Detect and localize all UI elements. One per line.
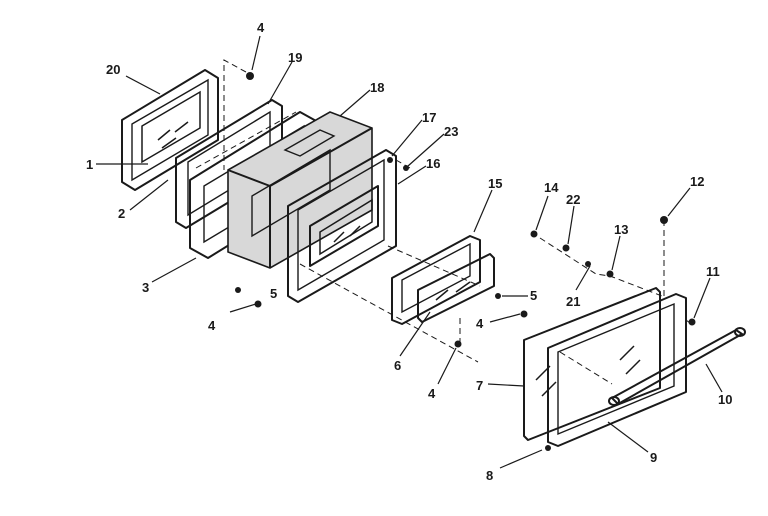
inner-window-frame xyxy=(121,69,219,191)
callout-6: 6 xyxy=(394,358,401,373)
callout-13: 13 xyxy=(614,222,628,237)
callout-16: 16 xyxy=(426,156,440,171)
callout-17: 17 xyxy=(422,110,436,125)
callout-labels: 20 4 19 18 17 23 16 1 2 3 5 4 15 14 22 1… xyxy=(86,20,732,483)
fasteners xyxy=(235,72,696,451)
callout-18: 18 xyxy=(370,80,384,95)
callout-21: 21 xyxy=(566,294,580,309)
leader-lines xyxy=(96,35,723,469)
callout-4-top: 4 xyxy=(257,20,265,35)
screw-21 xyxy=(585,261,591,267)
screw-13 xyxy=(606,270,614,278)
callout-5-right: 5 xyxy=(530,288,537,303)
screw-4-bottom xyxy=(454,340,462,348)
screw-23 xyxy=(403,165,409,171)
screw-4-left xyxy=(254,300,262,308)
callout-11: 11 xyxy=(706,264,720,279)
callout-12: 12 xyxy=(690,174,704,189)
outer-door-glass xyxy=(523,287,661,441)
screw-8 xyxy=(545,445,551,451)
screw-12 xyxy=(660,216,668,224)
screw-4-right xyxy=(520,310,528,318)
screw-4-top xyxy=(246,72,254,80)
callout-20: 20 xyxy=(106,62,120,77)
callout-15: 15 xyxy=(488,176,502,191)
inner-door-panel xyxy=(287,149,397,303)
door-insulation-box xyxy=(227,111,373,269)
callout-23: 23 xyxy=(444,124,458,139)
callout-19: 19 xyxy=(288,50,302,65)
callout-4-bottom: 4 xyxy=(428,386,436,401)
screw-17 xyxy=(387,157,393,163)
screw-22 xyxy=(562,244,570,252)
callout-9: 9 xyxy=(650,450,657,465)
window-gasket xyxy=(391,235,481,325)
callout-4-left: 4 xyxy=(208,318,216,333)
callout-10: 10 xyxy=(718,392,732,407)
window-glass xyxy=(417,253,495,323)
door-handle xyxy=(608,327,746,406)
callout-4-right: 4 xyxy=(476,316,484,331)
callout-2: 2 xyxy=(118,206,125,221)
callout-14: 14 xyxy=(544,180,559,195)
screw-11 xyxy=(688,318,696,326)
callout-3: 3 xyxy=(142,280,149,295)
screw-14 xyxy=(530,230,538,238)
callout-1: 1 xyxy=(86,157,93,172)
callout-7: 7 xyxy=(476,378,483,393)
callout-22: 22 xyxy=(566,192,580,207)
clip-5-right xyxy=(495,293,501,299)
callout-8: 8 xyxy=(486,468,493,483)
callout-5-left: 5 xyxy=(270,286,277,301)
outer-door-frame xyxy=(547,293,687,447)
clip-5-left xyxy=(235,287,241,293)
